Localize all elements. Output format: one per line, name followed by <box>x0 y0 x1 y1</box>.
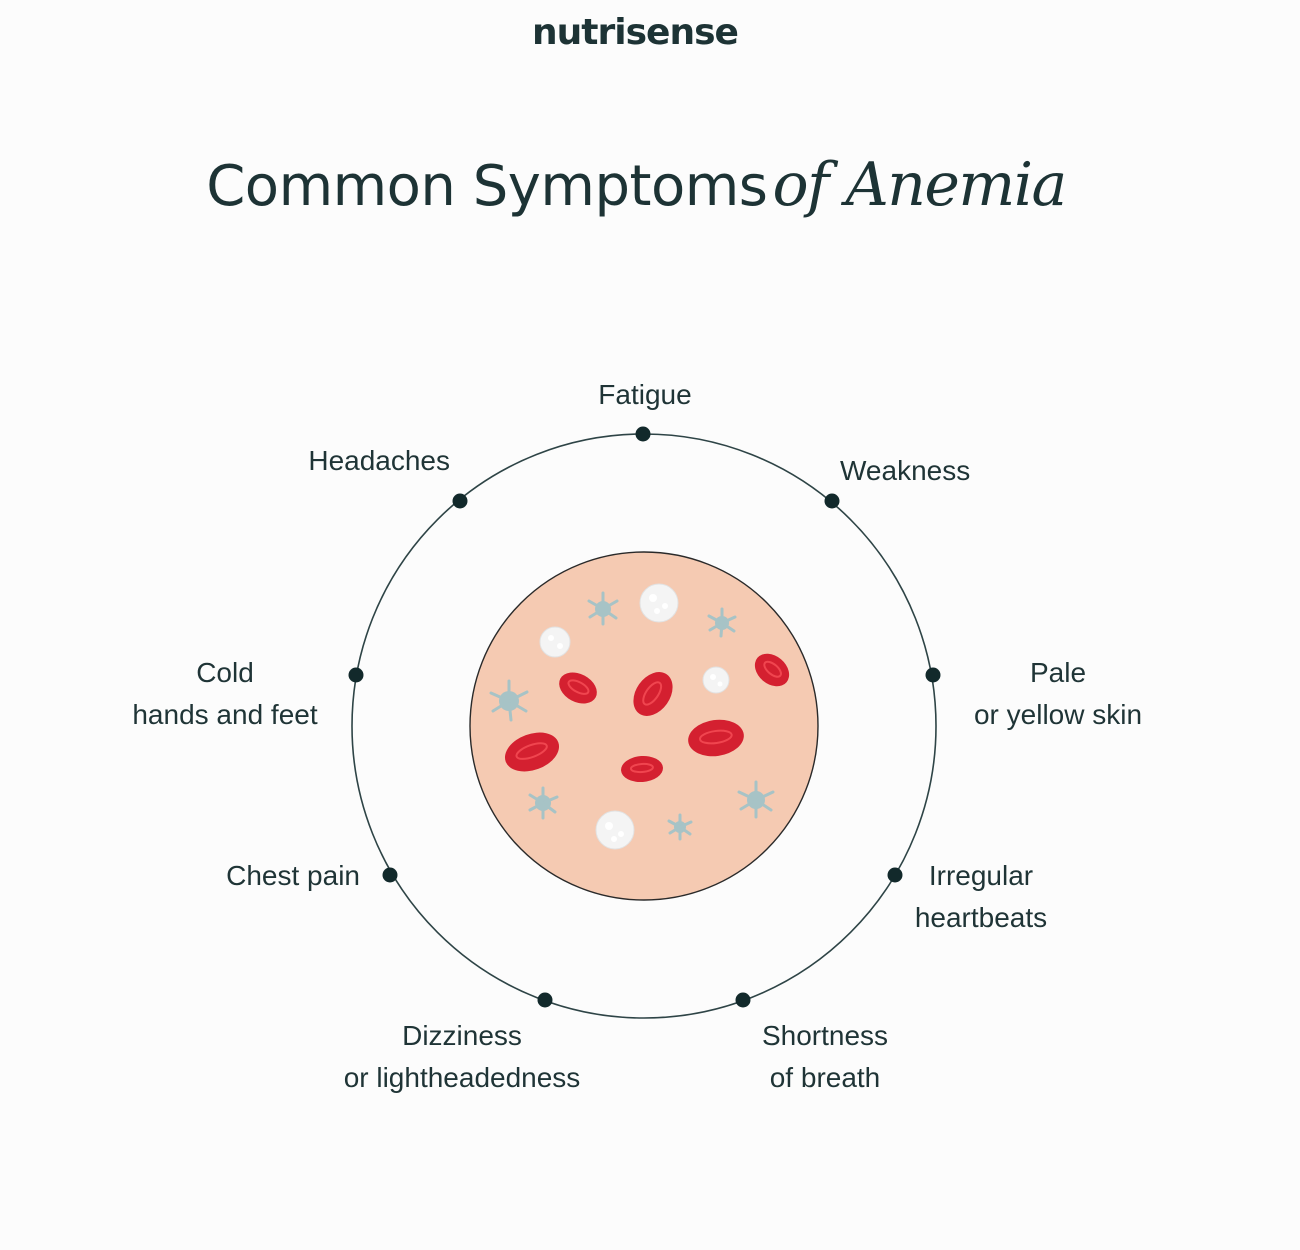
platelet <box>667 813 693 841</box>
symptom-label-dizziness: Dizziness or lightheadedness <box>312 1015 612 1099</box>
symptom-label-irregular-heartbeats: Irregular heartbeats <box>896 855 1066 939</box>
symptom-dot <box>635 426 651 442</box>
symptom-dot <box>735 992 751 1008</box>
blood-cells <box>489 583 790 850</box>
symptom-label-line: Chest pain <box>226 860 360 891</box>
title-emphasis: of Anemia <box>772 150 1068 220</box>
title-main: Common Symptoms <box>206 154 768 219</box>
symptom-label-weakness: Weakness <box>840 450 1040 492</box>
symptom-label-line: Irregular <box>928 860 1034 891</box>
symptom-label-line: or yellow skin <box>973 699 1143 730</box>
symptom-label-line: Shortness <box>761 1020 889 1051</box>
symptom-label-cold-hands-feet: Cold hands and feet <box>100 652 350 736</box>
symptom-dot <box>537 992 553 1008</box>
brand-logo: nutrisense <box>532 12 739 53</box>
red-blood-cell <box>559 672 597 704</box>
symptom-label-pale-skin: Pale or yellow skin <box>946 652 1170 736</box>
platelet <box>587 591 619 626</box>
platelet <box>737 780 775 819</box>
symptom-label-fatigue: Fatigue <box>545 374 745 416</box>
red-blood-cell <box>688 719 744 757</box>
symptom-label-line: Fatigue <box>598 379 692 410</box>
platelet <box>707 607 737 638</box>
symptom-label-chest-pain: Chest pain <box>180 855 360 897</box>
symptom-label-line: Dizziness <box>402 1020 522 1051</box>
red-blood-cell <box>621 755 663 783</box>
page-title: Common Symptoms of Anemia <box>0 150 1272 220</box>
symptom-label-line: or lightheadedness <box>343 1062 581 1093</box>
white-blood-cell <box>639 583 679 623</box>
symptom-label-line: Cold <box>196 657 254 688</box>
platelet <box>489 679 529 722</box>
symptom-dot <box>348 667 364 683</box>
white-blood-cell <box>702 666 730 694</box>
symptom-dot <box>382 867 398 883</box>
symptom-dot <box>824 493 840 509</box>
symptom-label-line: Pale <box>1029 657 1087 688</box>
symptom-label-line: of breath <box>769 1062 881 1093</box>
red-blood-cell <box>504 732 560 772</box>
white-blood-cell <box>539 626 571 658</box>
symptom-dot <box>925 667 941 683</box>
symptom-label-line: hands and feet <box>132 699 318 730</box>
symptom-label-line: Weakness <box>840 455 971 486</box>
symptom-dot <box>452 493 468 509</box>
red-blood-cell <box>633 672 673 716</box>
symptom-label-line: Headaches <box>308 445 450 476</box>
symptom-label-shortness-of-breath: Shortness of breath <box>725 1015 925 1099</box>
white-blood-cell <box>595 810 635 850</box>
red-blood-cell <box>754 653 790 687</box>
platelet <box>528 786 559 820</box>
symptom-dot <box>887 867 903 883</box>
symptom-label-line: heartbeats <box>914 902 1048 933</box>
symptom-label-headaches: Headaches <box>260 440 450 482</box>
